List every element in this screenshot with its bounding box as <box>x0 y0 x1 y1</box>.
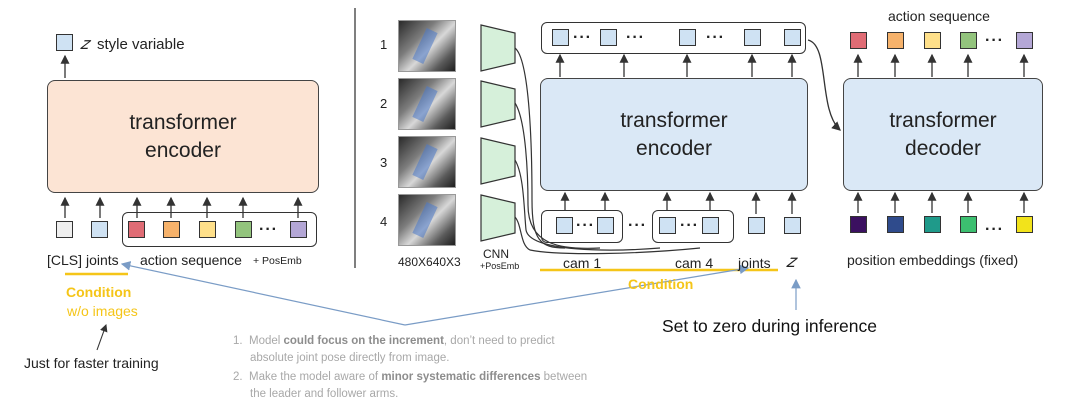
faster-training-note: Just for faster training <box>24 355 159 371</box>
left-posemb-label: + PosEmb <box>253 255 302 267</box>
note-1-number: 1. <box>233 335 243 347</box>
decoder-output-token <box>924 32 941 49</box>
cam-group-ellipsis: ··· <box>628 217 647 234</box>
left-condition-label: Condition <box>66 284 132 300</box>
style-variable-symbol: 𝑧 <box>80 34 89 53</box>
cam1-token <box>597 217 614 234</box>
main-z-label: 𝑧 <box>786 251 796 271</box>
camera-number-3: 3 <box>380 155 388 170</box>
enc-out-ellipsis-1: ··· <box>573 29 592 46</box>
image-size-label: 480X640X3 <box>398 255 461 269</box>
left-action-token <box>199 221 216 238</box>
enc-out-token <box>679 29 696 46</box>
style-variable-token <box>56 34 73 51</box>
cam4-label: cam 4 <box>675 255 714 271</box>
cnn-label: CNN <box>483 247 509 261</box>
cam4-token <box>702 217 719 234</box>
cam4-token <box>659 217 676 234</box>
left-action-token <box>290 221 307 238</box>
cnn-block-2 <box>480 80 516 128</box>
enc-out-ellipsis-3: ··· <box>706 29 725 46</box>
note-2-number: 2. <box>233 371 243 383</box>
main-condition-label: Condition <box>628 276 694 292</box>
joints-token <box>91 221 108 238</box>
left-joints-label: joints <box>86 252 119 268</box>
position-embedding-token <box>887 216 904 233</box>
decoder-output-token <box>1016 32 1033 49</box>
camera-image-3 <box>398 136 456 188</box>
left-action-token <box>128 221 145 238</box>
enc-out-token <box>784 29 801 46</box>
enc-out-token <box>600 29 617 46</box>
style-variable-label: style variable <box>97 36 185 53</box>
transformer-decoder: transformer decoder <box>843 78 1043 191</box>
note-1-text-d: absolute joint pose directly from image. <box>250 352 450 365</box>
cam4-token-group <box>652 210 734 243</box>
encoder-output-group <box>541 22 806 54</box>
cam1-label: cam 1 <box>563 255 602 271</box>
cam1-token-group <box>541 210 623 243</box>
left-action-label: action sequence <box>140 252 242 268</box>
note-2-emphasis: minor systematic differences <box>381 371 541 383</box>
enc-out-ellipsis-2: ··· <box>626 29 645 46</box>
cam1-token <box>556 217 573 234</box>
decoder-output-token <box>960 32 977 49</box>
action-sequence-group <box>122 212 317 247</box>
left-ellipsis: ··· <box>259 221 278 238</box>
enc-out-token <box>744 29 761 46</box>
note-1-emphasis: could focus on the increment <box>283 335 444 347</box>
position-embedding-token <box>924 216 941 233</box>
position-embedding-token <box>960 216 977 233</box>
camera-number-2: 2 <box>380 96 388 111</box>
decoder-title: transformer decoder <box>889 109 997 160</box>
decoder-output-token <box>887 32 904 49</box>
cnn-block-3 <box>480 137 516 185</box>
camera-image-1 <box>398 20 456 72</box>
camera-number-1: 1 <box>380 37 388 52</box>
position-embedding-token <box>850 216 867 233</box>
camera-number-4: 4 <box>380 214 388 229</box>
note-1: 1. Model could focus on the increment, d… <box>233 333 555 368</box>
left-action-token <box>163 221 180 238</box>
note-2: 2. Make the model aware of minor systema… <box>233 369 587 404</box>
main-joints-label: joints <box>738 255 771 271</box>
note-2-text-a: Make the model aware of <box>248 371 382 383</box>
cnn-block-4 <box>480 194 516 242</box>
camera-image-4 <box>398 194 456 246</box>
left-condition-sub: w/o images <box>67 303 138 319</box>
note-1-text-c: , don’t need to predict <box>443 335 555 347</box>
note-1-text-a: Model <box>248 335 284 347</box>
dec-out-ellipsis: ··· <box>985 32 1004 49</box>
main-z-token <box>784 217 801 234</box>
zero-inference-note: Set to zero during inference <box>662 316 877 336</box>
note-2-text-c: between <box>540 371 588 383</box>
left-encoder-title: transformer encoder <box>129 111 237 162</box>
cls-label: [CLS] <box>47 252 83 268</box>
left-transformer-encoder: transformer encoder <box>47 80 319 193</box>
enc-out-token <box>552 29 569 46</box>
position-embedding-token <box>1016 216 1033 233</box>
decoder-output-token <box>850 32 867 49</box>
main-joints-token <box>748 217 765 234</box>
left-action-token <box>235 221 252 238</box>
camera-image-2 <box>398 78 456 130</box>
decoder-output-label: action sequence <box>888 8 990 24</box>
position-embeddings-label: position embeddings (fixed) <box>847 252 1019 268</box>
note-2-text-d: the leader and follower arms. <box>250 388 399 401</box>
cnn-block-1 <box>480 24 516 72</box>
cam1-ellipsis: ··· <box>576 217 595 234</box>
main-transformer-encoder: transformer encoder <box>540 78 808 191</box>
dec-in-ellipsis: ··· <box>985 221 1004 238</box>
cnn-posemb-label: +PosEmb <box>480 261 520 271</box>
cls-token <box>56 221 73 238</box>
cam4-ellipsis: ··· <box>680 217 699 234</box>
main-encoder-title: transformer encoder <box>620 109 728 160</box>
